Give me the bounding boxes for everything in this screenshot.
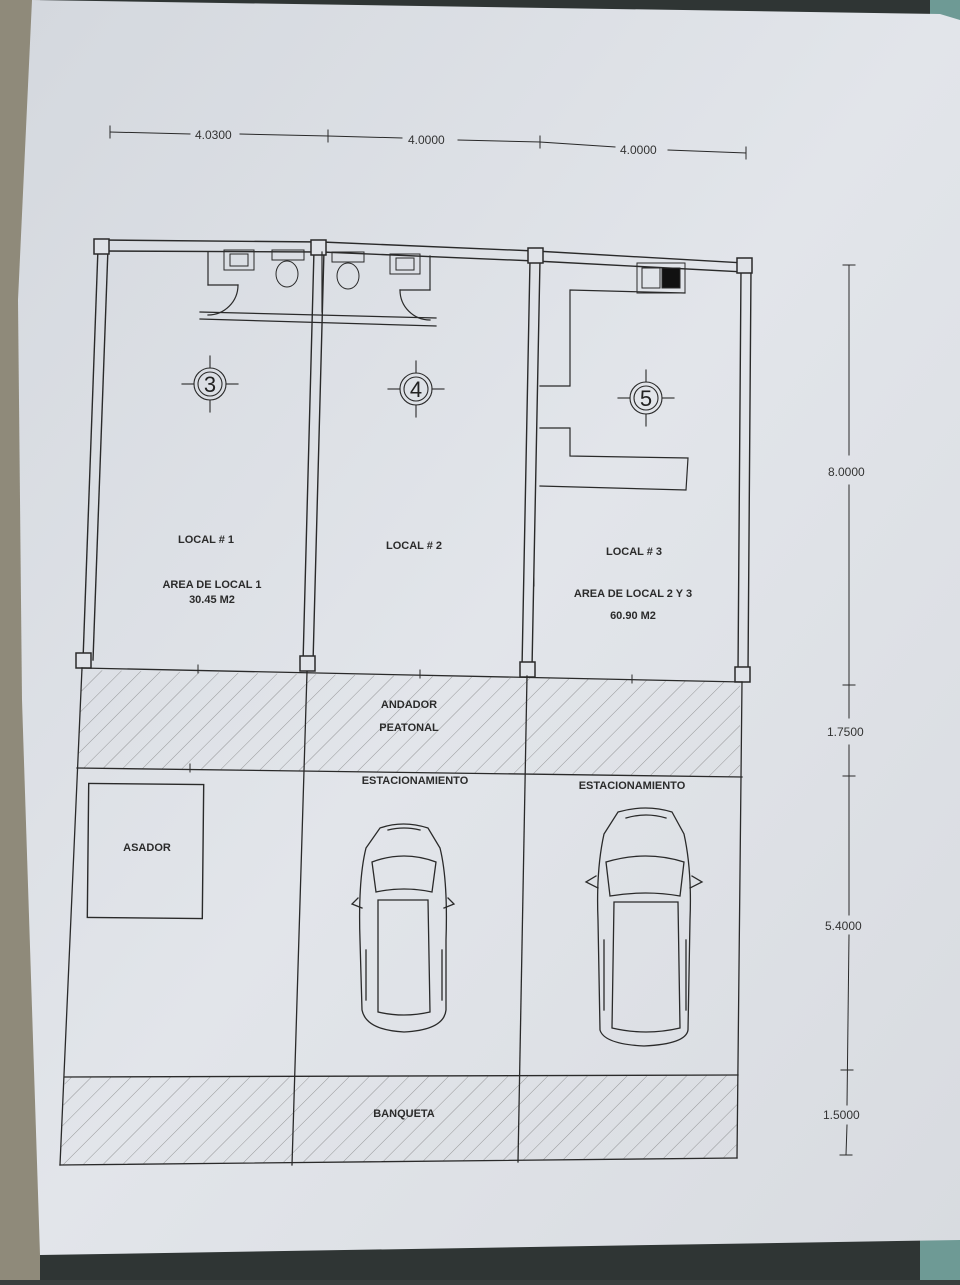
grill-area xyxy=(86,782,205,920)
dim-right-3: 5.4000 xyxy=(825,919,862,933)
dim-right-4: 1.5000 xyxy=(823,1108,860,1122)
marker-3: 3 xyxy=(204,372,216,397)
dim-top-2: 4.0000 xyxy=(408,133,445,147)
hatched-zones xyxy=(60,670,740,1165)
sidewalk-label: BANQUETA xyxy=(373,1108,435,1120)
walkway-label-line1: ANDADOR xyxy=(381,699,437,711)
section-markers xyxy=(181,355,675,427)
kitchen-sink xyxy=(636,262,686,294)
local23-area-label: AREA DE LOCAL 2 Y 3 xyxy=(574,588,692,600)
local3-name: LOCAL # 3 xyxy=(606,546,662,558)
dim-top-3: 4.0000 xyxy=(620,143,657,157)
parking-label-a: ESTACIONAMIENTO xyxy=(362,775,469,787)
local3-counters xyxy=(539,289,689,491)
bathroom-partitions xyxy=(199,251,437,327)
marker-5: 5 xyxy=(640,386,652,411)
grill-label: ASADOR xyxy=(123,842,171,854)
car-icon-left xyxy=(350,823,456,1033)
local1-area-label: AREA DE LOCAL 1 xyxy=(162,579,261,591)
front-wall xyxy=(99,239,746,273)
parking-label-b: ESTACIONAMIENTO xyxy=(579,780,686,792)
top-dimension-line xyxy=(109,125,747,160)
local1-name: LOCAL # 1 xyxy=(178,534,234,546)
right-dimension-line xyxy=(839,264,856,1156)
paper-sheet xyxy=(18,0,960,1255)
dim-right-1: 8.0000 xyxy=(828,465,865,479)
local2-name: LOCAL # 2 xyxy=(386,540,442,552)
dim-top-1: 4.0300 xyxy=(195,128,232,142)
walkway-label-line2: PEATONAL xyxy=(379,722,439,734)
bathroom-fixtures xyxy=(223,249,421,290)
marker-4: 4 xyxy=(410,377,422,402)
local23-area-value: 60.90 M2 xyxy=(610,610,656,622)
dim-right-2: 1.7500 xyxy=(827,725,864,739)
party-walls xyxy=(82,247,752,673)
car-icon-right xyxy=(584,807,704,1047)
local1-area-value: 30.45 M2 xyxy=(189,594,235,606)
